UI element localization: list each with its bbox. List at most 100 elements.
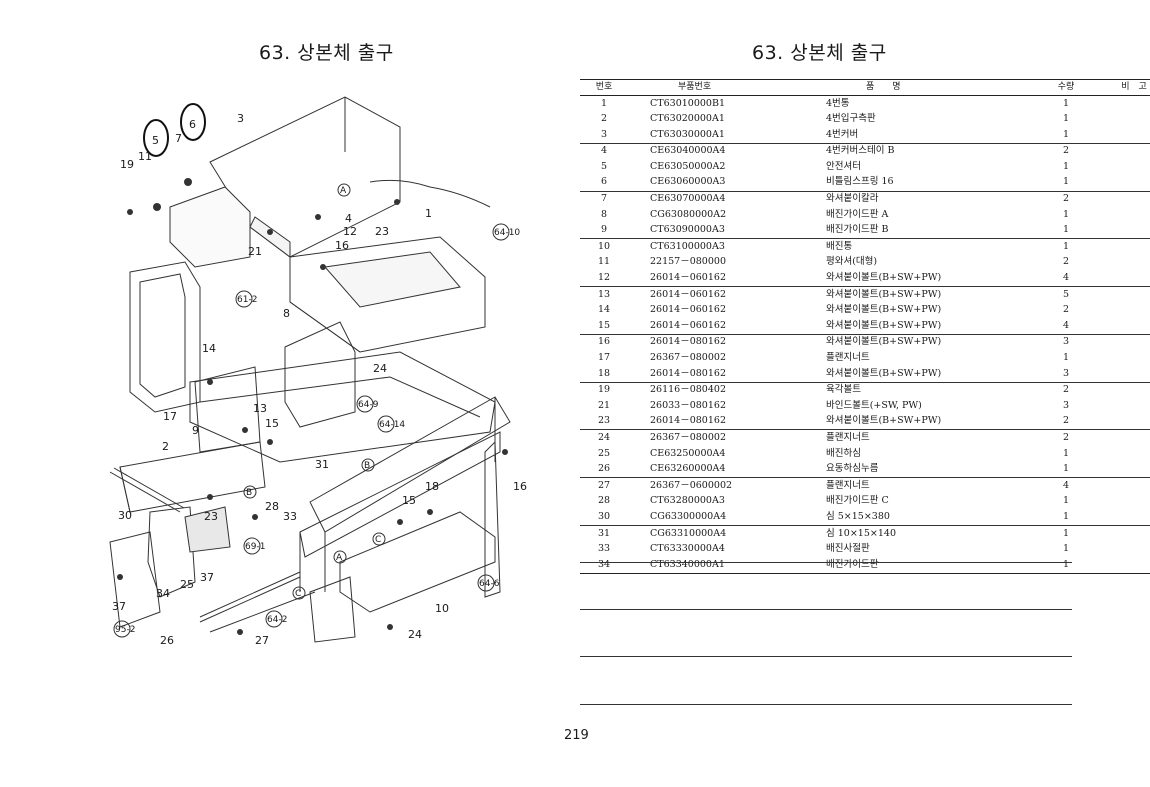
cell-qty: 4 bbox=[1036, 318, 1096, 335]
cell-qty: 4 bbox=[1062, 479, 1070, 491]
reference-label: 64-2 bbox=[267, 615, 287, 625]
cell-no: 2 bbox=[600, 113, 608, 125]
cell-qty: 1 bbox=[1062, 495, 1070, 507]
cell-qty: 1 bbox=[1036, 222, 1096, 240]
table-rule bbox=[580, 562, 1072, 563]
cell-name: 플랜지너트 bbox=[826, 352, 870, 363]
highlight-circle-6 bbox=[180, 103, 206, 141]
cell-no: 24 bbox=[597, 431, 611, 443]
cell-no: 18 bbox=[580, 366, 628, 383]
cell-no: 28 bbox=[597, 495, 611, 507]
cell-qty: 1 bbox=[1036, 461, 1096, 479]
cell-remarks bbox=[1096, 509, 1150, 527]
cell-remarks bbox=[1096, 461, 1150, 479]
callout: 24 bbox=[373, 362, 387, 375]
letter-marker: B bbox=[246, 488, 252, 498]
circled-part-labels: 5 6 bbox=[143, 103, 206, 157]
callout: 37 bbox=[200, 571, 214, 584]
callout: 14 bbox=[202, 342, 216, 355]
cell-qty: 1 bbox=[1036, 127, 1096, 144]
cell-part-number: 26367－080002 bbox=[650, 431, 726, 443]
cell-part-number: CE63250000A4 bbox=[650, 447, 726, 459]
callout: 4 bbox=[345, 212, 352, 225]
exploded-parts-diagram: 5 6 3 7 19 11 4 12 23 1 16 21 8 14 24 17… bbox=[109, 96, 527, 647]
table-rule bbox=[580, 656, 1072, 657]
letter-markers: A B B C A C bbox=[243, 183, 386, 600]
cell-no: 14 bbox=[597, 304, 611, 316]
cell-no: 23 bbox=[580, 413, 628, 431]
cell-qty: 2 bbox=[1062, 193, 1070, 205]
header-name: 품 명 bbox=[816, 79, 1036, 96]
cell-part-number: CT63340000A1 bbox=[628, 557, 816, 574]
cell-name: 배진통 bbox=[826, 240, 853, 252]
callout: 25 bbox=[180, 578, 194, 591]
cell-no: 30 bbox=[580, 509, 628, 527]
cell-qty: 2 bbox=[1062, 145, 1070, 157]
cell-qty: 3 bbox=[1062, 336, 1070, 348]
cell-part-number: CT63280000A3 bbox=[650, 495, 725, 507]
cell-no: 33 bbox=[597, 543, 611, 555]
cell-name: 플랜지너트 bbox=[826, 431, 870, 443]
cell-name: 비틀림스프링 16 bbox=[816, 174, 1036, 192]
callout: 10 bbox=[435, 602, 449, 615]
cell-part-number: CT63330000A4 bbox=[650, 543, 725, 555]
cell-remarks bbox=[1096, 127, 1150, 144]
cell-part-number: 26014－060162 bbox=[650, 304, 726, 316]
cell-remarks bbox=[1096, 287, 1150, 303]
page-number: 219 bbox=[564, 728, 589, 743]
cell-qty: 1 bbox=[1062, 352, 1070, 363]
cell-qty: 3 bbox=[1062, 399, 1070, 411]
cell-qty: 5 bbox=[1062, 288, 1070, 300]
cell-remarks bbox=[1096, 143, 1150, 159]
cell-part-number: CT63010000B1 bbox=[650, 97, 725, 109]
header-part-number: 부품번호 bbox=[628, 79, 816, 96]
cell-no: 12 bbox=[580, 270, 628, 288]
cell-part-number: CE63040000A4 bbox=[650, 145, 726, 157]
reference-label: 64-6 bbox=[479, 579, 500, 589]
cell-no: 19 bbox=[597, 384, 611, 396]
cell-qty: 1 bbox=[1062, 97, 1070, 109]
reference-label: 64-14 bbox=[379, 420, 405, 430]
cell-no: 17 bbox=[597, 352, 611, 363]
cell-no: 7 bbox=[600, 193, 608, 205]
cell-name: 평와셔(대형) bbox=[826, 256, 878, 268]
cell-part-number: 26367－080002 bbox=[650, 352, 726, 363]
callout-5: 5 bbox=[152, 134, 159, 147]
cell-remarks bbox=[1096, 478, 1150, 494]
callout: 17 bbox=[163, 410, 177, 423]
cell-remarks bbox=[1096, 222, 1150, 240]
cell-name: 4번통 bbox=[826, 97, 850, 109]
table-row: 28 CT63280000A3 배진가이드판 C 1 bbox=[580, 494, 1150, 510]
cell-remarks bbox=[1096, 303, 1150, 319]
cell-qty: 1 bbox=[1036, 509, 1096, 527]
cell-remarks bbox=[1096, 159, 1150, 175]
cell-name: 배진가이드판 bbox=[816, 557, 1036, 574]
cell-remarks bbox=[1096, 239, 1150, 255]
cell-no: 10 bbox=[597, 240, 611, 252]
cell-name: 와셔붙이볼트(B+SW+PW) bbox=[826, 288, 942, 300]
cell-name: 4번커버스테이 B bbox=[826, 145, 895, 157]
callout: 24 bbox=[408, 628, 422, 641]
cell-no: 31 bbox=[597, 527, 611, 539]
cell-qty: 1 bbox=[1036, 174, 1096, 192]
callout: 13 bbox=[253, 402, 267, 415]
cell-remarks bbox=[1096, 207, 1150, 223]
cell-part-number: CG63080000A2 bbox=[650, 208, 727, 220]
cell-part-number: CT63020000A1 bbox=[650, 113, 725, 125]
callout: 27 bbox=[255, 634, 269, 647]
cell-name: 배진가이드판 C bbox=[826, 495, 889, 507]
callout-labels: 3 7 19 11 4 12 23 1 16 21 8 14 24 17 13 … bbox=[112, 112, 527, 647]
cell-part-number: CE63050000A2 bbox=[650, 160, 726, 172]
cell-part-number: CT63030000A1 bbox=[628, 127, 816, 144]
cell-no: 5 bbox=[600, 160, 608, 172]
cell-no: 4 bbox=[600, 145, 608, 157]
cell-name: 와셔붙이칼라 bbox=[826, 193, 879, 205]
